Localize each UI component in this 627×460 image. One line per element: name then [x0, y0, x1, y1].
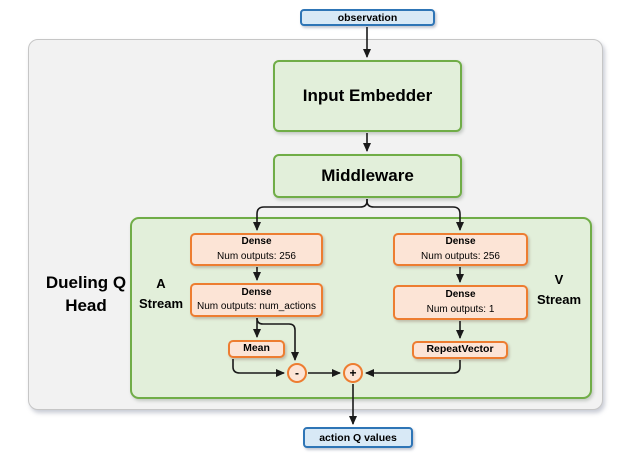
- mean-label: Mean: [243, 342, 270, 355]
- input-embedder-label: Input Embedder: [302, 86, 433, 105]
- v-stream-dense-2: Dense Num outputs: 1: [393, 285, 528, 320]
- add-op-circle: +: [343, 363, 363, 383]
- dense-title: Dense: [241, 286, 272, 298]
- v-stream-label: V Stream: [536, 272, 582, 307]
- plus-icon: +: [349, 366, 357, 380]
- dense-subtitle: Num outputs: 256: [421, 250, 500, 262]
- action-q-values-node: action Q values: [303, 427, 413, 448]
- repeat-vector-block: RepeatVector: [412, 341, 508, 359]
- action-q-values-label: action Q values: [319, 431, 397, 444]
- minus-icon: -: [295, 366, 299, 380]
- middleware-label: Middleware: [321, 166, 414, 185]
- mean-block: Mean: [228, 340, 285, 358]
- dense-subtitle: Num outputs: num_actions: [197, 301, 316, 312]
- dense-subtitle: Num outputs: 1: [426, 303, 495, 315]
- dense-title: Dense: [445, 236, 476, 247]
- observation-label: observation: [337, 11, 398, 24]
- a-stream-dense-1: Dense Num outputs: 256: [190, 233, 323, 266]
- dense-title: Dense: [445, 289, 476, 300]
- observation-node: observation: [300, 9, 435, 26]
- middleware-block: Middleware: [273, 154, 462, 198]
- dueling-q-head-label: Dueling Q Head: [45, 273, 127, 315]
- v-stream-dense-1: Dense Num outputs: 256: [393, 233, 528, 266]
- subtract-op-circle: -: [287, 363, 307, 383]
- dense-subtitle: Num outputs: 256: [217, 250, 296, 262]
- dense-title: Dense: [241, 236, 272, 247]
- input-embedder-block: Input Embedder: [273, 60, 462, 132]
- repeat-vector-label: RepeatVector: [426, 343, 494, 356]
- a-stream-dense-2: Dense Num outputs: num_actions: [190, 283, 323, 317]
- a-stream-label: A Stream: [138, 276, 184, 311]
